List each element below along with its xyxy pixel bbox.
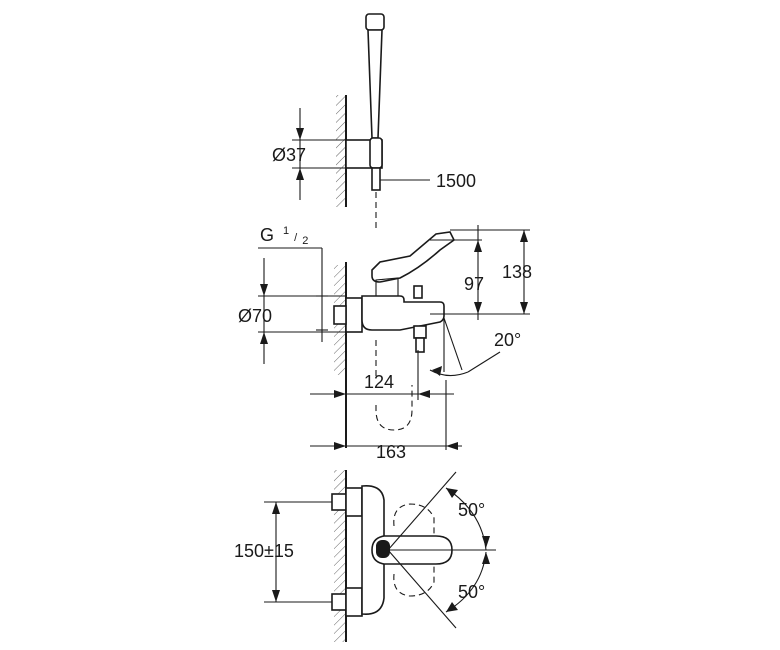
- thread-label: G 1 / 2: [260, 218, 308, 247]
- dim-163-arrow-right: [446, 442, 458, 450]
- dim-70-arrow-bottom: [260, 332, 268, 344]
- dim-37-arrow-bottom: [296, 168, 304, 180]
- dim-97-arrow-bottom: [474, 302, 482, 314]
- aerator: [415, 337, 425, 353]
- eccentric-nut-top: [331, 493, 347, 511]
- dim-150-label: 150±15: [234, 541, 294, 561]
- lever-ghost-up: [393, 503, 435, 534]
- angle-20-arrow: [432, 366, 442, 376]
- lever-ghost-down: [393, 566, 435, 597]
- dim-124-label: 124: [364, 372, 394, 392]
- shower-handle: [367, 29, 383, 139]
- dim-124-arrow-left: [334, 390, 346, 398]
- hose-connector: [371, 167, 381, 191]
- dim-37-label: Ø37: [272, 145, 306, 165]
- angle-50-top-label: 50°: [458, 500, 485, 520]
- dim-124-arrow-right: [418, 390, 430, 398]
- dim-70-label: Ø70: [238, 306, 272, 326]
- angle-20-label: 20°: [494, 330, 521, 350]
- thread-den: 2: [302, 235, 308, 247]
- dim-163-arrow-left: [334, 442, 346, 450]
- water-flow-path: [375, 385, 413, 431]
- thread-num: 1: [283, 225, 289, 237]
- mixer-lever: [371, 231, 456, 283]
- eccentric-bottom: [345, 587, 363, 617]
- holder-clip: [369, 137, 383, 169]
- dim-1500-label: 1500: [436, 171, 476, 191]
- lever-base: [375, 277, 399, 296]
- mixer-front-view: 50° 50° 150±15: [234, 470, 496, 642]
- lever-cap: [376, 540, 390, 558]
- angle-50-top-arrow: [482, 536, 490, 548]
- mixer-side-view: G 1 / 2 Ø70 97 138 20°: [238, 218, 532, 462]
- dim-70-arrow-top: [260, 284, 268, 296]
- dim-163-label: 163: [376, 442, 406, 462]
- hand-shower-view: Ø37 1500: [272, 13, 476, 228]
- angle-50-bottom-line: [387, 549, 457, 629]
- diverter-knob: [413, 285, 423, 299]
- angle-50-bottom-arrow2: [446, 602, 458, 612]
- angle-50-bottom-arrow: [482, 552, 490, 564]
- eccentric-nut: [333, 305, 347, 325]
- eccentric-nut-bottom: [331, 593, 347, 611]
- spout-outlet: [413, 325, 427, 339]
- eccentric-top: [345, 487, 363, 517]
- angle-50-top-line: [387, 471, 457, 551]
- angle-50-bottom-label: 50°: [458, 582, 485, 602]
- thread-g: G: [260, 225, 274, 245]
- dim-150-arrow-bottom: [272, 590, 280, 602]
- mixer-body: [361, 295, 445, 331]
- angle-20-arc: [429, 369, 469, 377]
- angle-50-top-arrow2: [446, 488, 458, 498]
- dim-150-arrow-top: [272, 502, 280, 514]
- eccentric-fitting: [345, 297, 363, 333]
- angle-20-leader: [467, 351, 501, 373]
- angle-20-line: [443, 317, 463, 371]
- dim-97-arrow-top: [474, 240, 482, 252]
- dim-37-arrow-top: [296, 128, 304, 140]
- dim-138-label: 138: [502, 262, 532, 282]
- dim-138-arrow-top: [520, 230, 528, 242]
- dim-138-arrow-bottom: [520, 302, 528, 314]
- wall-hatch-top: [336, 95, 346, 207]
- dim-97-label: 97: [464, 274, 484, 294]
- shower-head: [365, 13, 385, 31]
